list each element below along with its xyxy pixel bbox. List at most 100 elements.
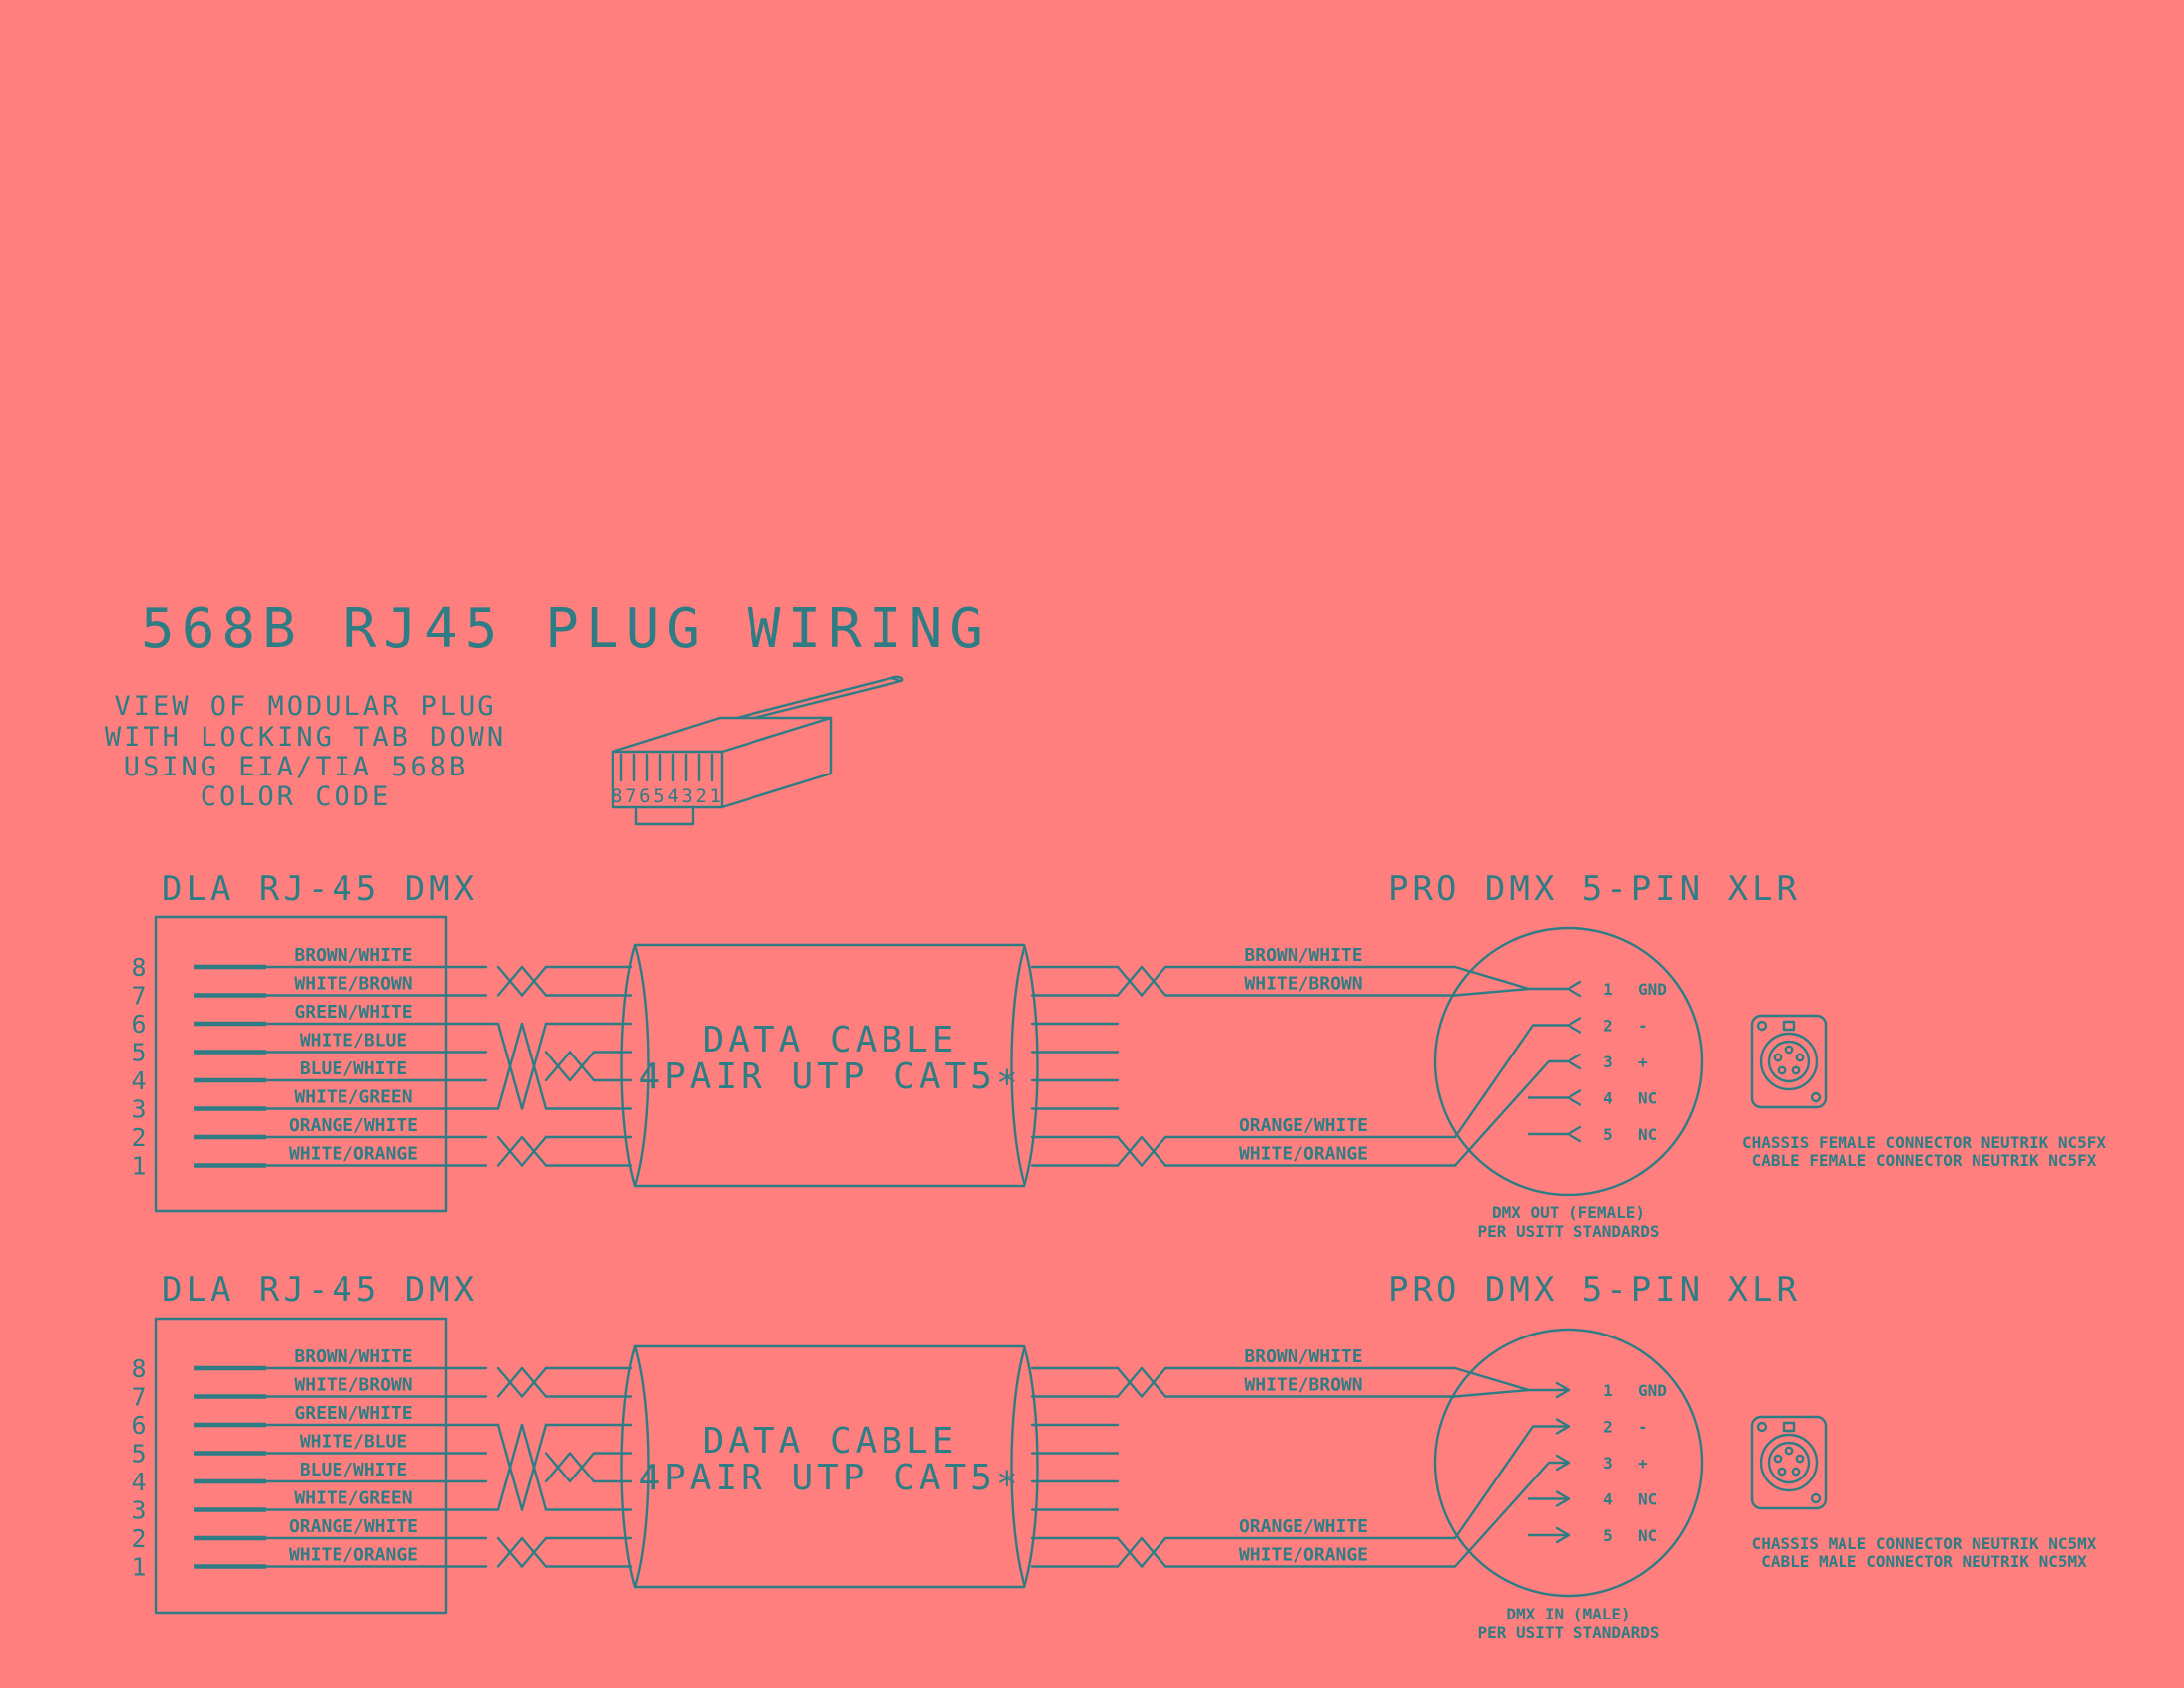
pin-number: 2 bbox=[131, 1123, 146, 1152]
xlr-pin-function: GND bbox=[1638, 1381, 1667, 1400]
wire-label-left: WHITE/GREEN bbox=[294, 1087, 412, 1108]
rj45-box bbox=[154, 915, 448, 1213]
plug-note: VIEW OF MODULAR PLUG WITH LOCKING TAB DO… bbox=[105, 691, 506, 812]
wire-label-left: WHITE/GREEN bbox=[294, 1488, 412, 1509]
cable-end-left bbox=[633, 1344, 650, 1589]
xlr-male-icon bbox=[1750, 1415, 1828, 1510]
cable-label: 4PAIR UTP CAT5∗ bbox=[638, 1458, 1021, 1498]
xlr-pin-function: NC bbox=[1638, 1526, 1657, 1545]
icon-pin bbox=[1784, 1045, 1794, 1055]
pin-number: 6 bbox=[131, 1411, 146, 1440]
cable-label: DATA CABLE bbox=[703, 1020, 958, 1060]
wire-twist bbox=[1140, 1536, 1167, 1568]
pin-number: 4 bbox=[131, 1468, 146, 1496]
icon-pin bbox=[1777, 1065, 1787, 1075]
rj45-title: DLA RJ-45 DMX bbox=[162, 1270, 478, 1310]
connector-description: CHASSIS FEMALE CONNECTOR NEUTRIK NC5FX bbox=[1742, 1133, 2106, 1152]
wire-twist bbox=[520, 1022, 548, 1110]
xlr-caption: PER USITT STANDARDS bbox=[1477, 1222, 1659, 1241]
wire-label-left: WHITE/ORANGE bbox=[289, 1144, 418, 1165]
icon-pin bbox=[1795, 1053, 1805, 1062]
modular-plug-icon: 87654321 bbox=[611, 675, 904, 826]
cable-end-right bbox=[1023, 943, 1039, 1188]
xlr-connector-circle bbox=[1433, 926, 1704, 1196]
icon-pin bbox=[1784, 1446, 1794, 1456]
plug-note-line-4: COLOR CODE bbox=[201, 781, 392, 812]
xlr-pin-function: + bbox=[1638, 1454, 1648, 1473]
cable-end-left bbox=[633, 943, 650, 1188]
cable-end-right bbox=[1010, 1344, 1026, 1589]
pin-number: 2 bbox=[131, 1524, 146, 1553]
pin-arrow-icon bbox=[1567, 1053, 1582, 1070]
xlr-pin-function: NC bbox=[1638, 1125, 1657, 1144]
xlr-caption: DMX OUT (FEMALE) bbox=[1492, 1203, 1645, 1222]
pin-number: 5 bbox=[131, 1440, 146, 1469]
wire-to-pin-1 bbox=[1453, 1366, 1531, 1398]
wire-to-pin-3 bbox=[1453, 1059, 1570, 1167]
wire-twist bbox=[496, 1135, 524, 1167]
xlr-pin-function: NC bbox=[1638, 1089, 1657, 1108]
icon-ring bbox=[1759, 1433, 1819, 1492]
pin-number: 7 bbox=[131, 982, 146, 1011]
xlr-pin-function: + bbox=[1638, 1053, 1648, 1071]
icon-screw bbox=[1756, 1421, 1768, 1433]
icon-pin bbox=[1795, 1454, 1805, 1464]
wire-label-left: WHITE/BLUE bbox=[300, 1432, 407, 1453]
wire-to-pin-2 bbox=[1453, 1024, 1570, 1139]
icon-screw bbox=[1810, 1492, 1822, 1504]
wire-label-left: BLUE/WHITE bbox=[300, 1460, 407, 1480]
icon-latch bbox=[1782, 1020, 1796, 1032]
wire-label-left: WHITE/BROWN bbox=[294, 1375, 412, 1396]
connector-description: CHASSIS MALE CONNECTOR NEUTRIK NC5MX bbox=[1752, 1534, 2097, 1553]
wire-label-left: BROWN/WHITE bbox=[294, 1346, 412, 1367]
pin-number: 3 bbox=[131, 1095, 146, 1124]
cable-label: DATA CABLE bbox=[703, 1421, 958, 1462]
xlr-pin-function: - bbox=[1638, 1418, 1648, 1437]
xlr-caption: DMX IN (MALE) bbox=[1506, 1605, 1630, 1623]
rj45-box bbox=[154, 1317, 448, 1615]
xlr-connector-circle bbox=[1433, 1328, 1704, 1598]
icon-body bbox=[1750, 1014, 1828, 1109]
cable-end-left bbox=[620, 943, 637, 1188]
wire-twist bbox=[520, 1135, 548, 1167]
wire-twist bbox=[568, 1051, 596, 1082]
wire-label-right: WHITE/ORANGE bbox=[1239, 1545, 1368, 1566]
wire-label-right: WHITE/ORANGE bbox=[1239, 1144, 1368, 1165]
wire-label-left: GREEN/WHITE bbox=[294, 1403, 412, 1424]
icon-inner-ring bbox=[1767, 1441, 1811, 1484]
wire-to-pin-2 bbox=[1453, 1425, 1570, 1540]
wire-label-right: ORANGE/WHITE bbox=[1239, 1115, 1368, 1136]
xlr-pin-number: 5 bbox=[1603, 1526, 1613, 1545]
wire-label-left: ORANGE/WHITE bbox=[289, 1115, 418, 1136]
xlr-pin-number: 4 bbox=[1603, 1089, 1613, 1108]
xlr-pin-number: 4 bbox=[1603, 1490, 1613, 1509]
wire-label-left: WHITE/BROWN bbox=[294, 974, 412, 995]
plug-note-line-3: USING EIA/TIA 568B bbox=[124, 752, 469, 782]
icon-pin bbox=[1773, 1454, 1783, 1464]
xlr-pin-number: 5 bbox=[1603, 1125, 1613, 1144]
wire-twist bbox=[544, 1051, 572, 1082]
xlr-pin-number: 2 bbox=[1603, 1418, 1613, 1437]
pin-arrow-icon bbox=[1567, 1017, 1582, 1034]
wire-to-pin-1 bbox=[1453, 965, 1531, 997]
wire-label-left: BROWN/WHITE bbox=[294, 945, 412, 966]
xlr-pin-function: GND bbox=[1638, 980, 1667, 999]
pin-number: 8 bbox=[131, 1354, 146, 1383]
pin-number: 7 bbox=[131, 1383, 146, 1412]
wire-twist bbox=[520, 1366, 548, 1398]
pin-number: 1 bbox=[131, 1553, 146, 1582]
wire-twist bbox=[1116, 1135, 1144, 1167]
pin-number: 3 bbox=[131, 1496, 146, 1525]
wire-twist bbox=[496, 965, 524, 997]
wire-twist bbox=[520, 965, 548, 997]
pin-arrow-icon bbox=[1567, 1089, 1582, 1106]
cable-end-right bbox=[1023, 1344, 1039, 1589]
plug-note-line-2: WITH LOCKING TAB DOWN bbox=[105, 722, 506, 753]
xlr-pin-function: - bbox=[1638, 1017, 1648, 1036]
pin-number: 1 bbox=[131, 1152, 146, 1181]
cable-end-left bbox=[620, 1344, 637, 1589]
pin-arrow-icon bbox=[1567, 1125, 1582, 1143]
xlr-pin-function: NC bbox=[1638, 1490, 1657, 1509]
wire-twist bbox=[568, 1452, 596, 1483]
